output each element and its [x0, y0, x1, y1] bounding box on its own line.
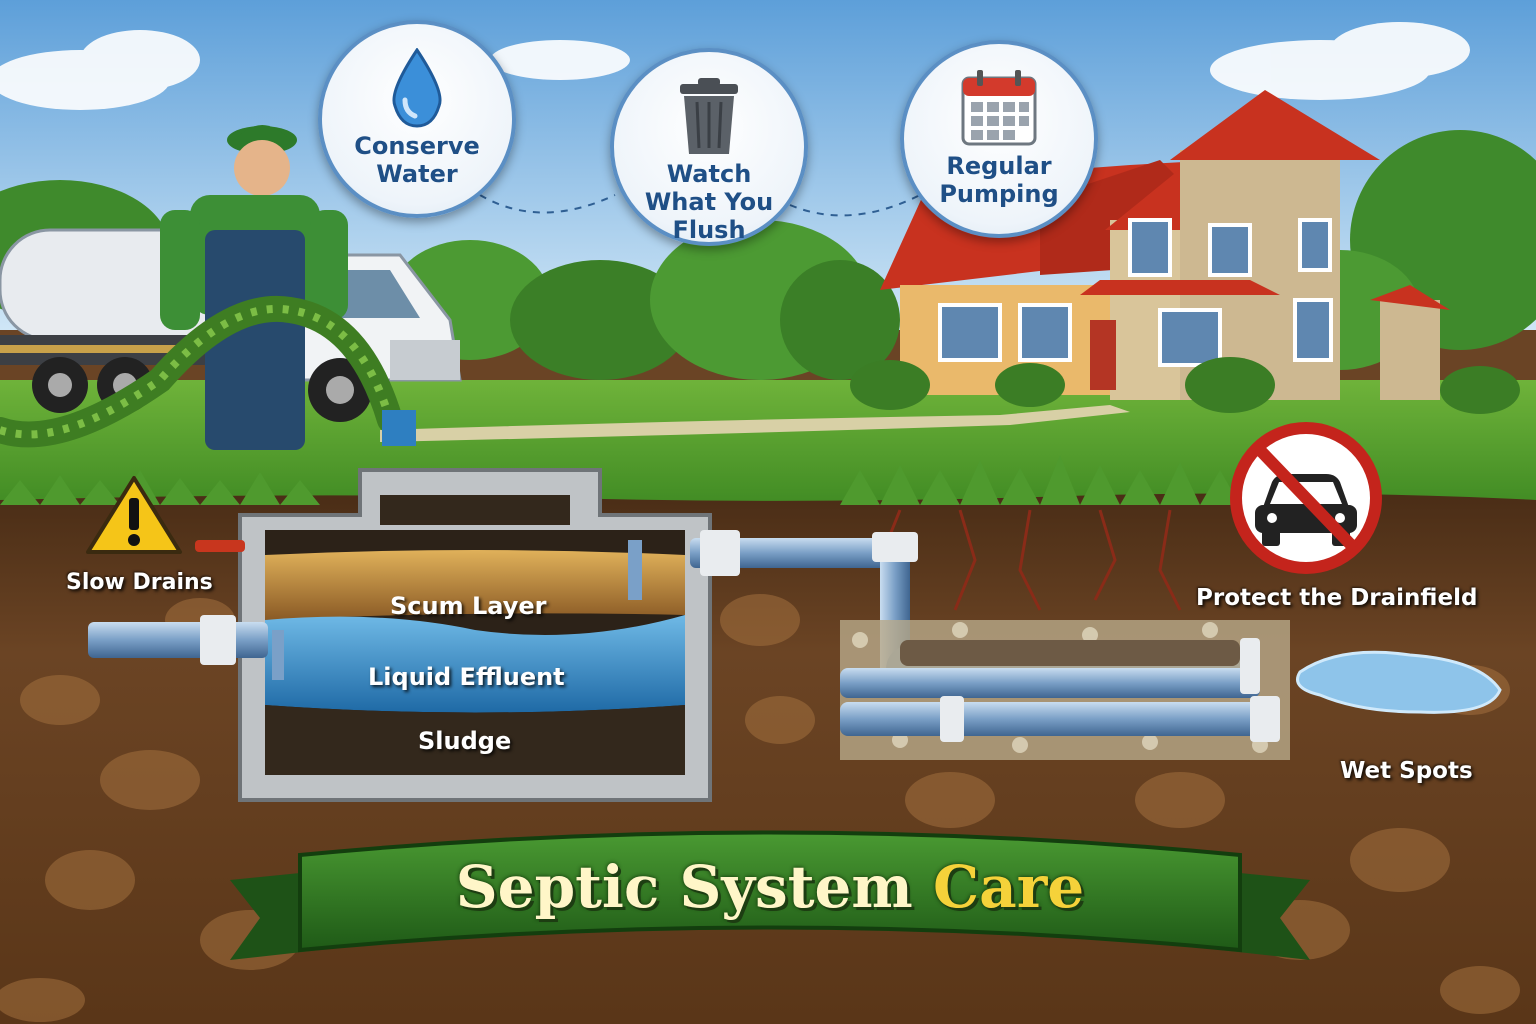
- tip-regular-pumping: Regular Pumping: [900, 40, 1098, 238]
- trash-can-icon: [674, 76, 744, 156]
- worker: [160, 125, 348, 450]
- tip-label: Watch What You Flush: [644, 160, 774, 244]
- label-liquid-effluent: Liquid Effluent: [368, 663, 565, 691]
- effluent-layer: [265, 615, 685, 713]
- label-scum-layer: Scum Layer: [390, 592, 547, 620]
- label-protect-drainfield: Protect the Drainfield: [1196, 585, 1478, 611]
- tip-label: Conserve Water: [354, 132, 480, 188]
- outlet-pipe: [690, 538, 910, 568]
- hose-coupling: [382, 410, 416, 446]
- banner-ribbon: [230, 830, 1310, 960]
- clouds: [0, 22, 1470, 110]
- tip-label: Regular Pumping: [939, 152, 1059, 208]
- scum-layer: [265, 550, 685, 620]
- tip-conserve-water: Conserve Water: [318, 20, 516, 218]
- sludge-layer: [265, 705, 685, 775]
- shrubs: [850, 357, 1520, 414]
- label-wet-spots: Wet Spots: [1340, 758, 1473, 784]
- calendar-icon: [959, 68, 1039, 148]
- water-drop-icon: [389, 48, 445, 128]
- inlet-pipe: [88, 622, 268, 658]
- no-car-icon: [1230, 422, 1382, 574]
- puddle: [1296, 650, 1502, 714]
- label-sludge: Sludge: [418, 727, 512, 755]
- title-banner: Septic System Care: [270, 825, 1270, 995]
- title-main: Septic System: [455, 853, 913, 921]
- tip-watch-what-you-flush: Watch What You Flush: [610, 48, 808, 246]
- drainfield: [840, 620, 1290, 760]
- septic-tank: [238, 468, 712, 802]
- tip-connector: [479, 194, 616, 214]
- label-slow-drains: Slow Drains: [66, 570, 213, 595]
- warning-triangle-icon: [86, 476, 182, 554]
- tip-connector: [789, 194, 921, 217]
- page-title: Septic System Care: [270, 853, 1270, 921]
- path: [380, 405, 1130, 442]
- title-accent: Care: [932, 853, 1085, 921]
